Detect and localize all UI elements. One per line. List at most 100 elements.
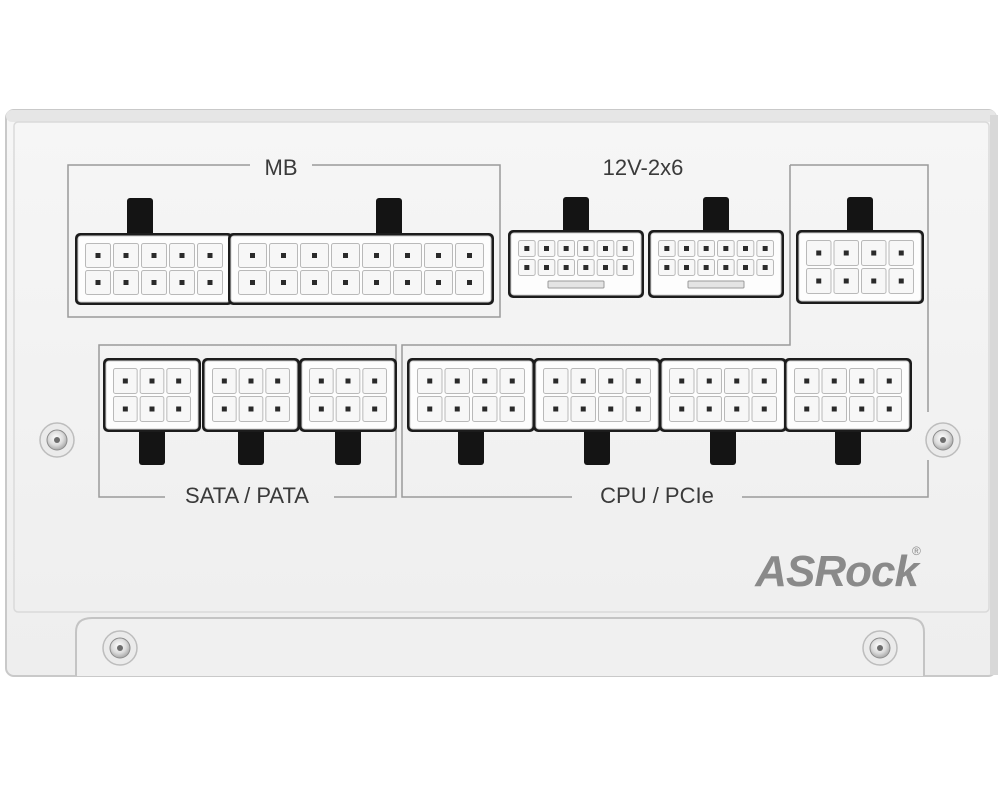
cpu-pcie-1-latch[interactable]: [458, 423, 484, 465]
12v-2x6-2-connector[interactable]: [648, 197, 784, 298]
pin-socket: [472, 368, 498, 394]
sata-pata-2-latch[interactable]: [238, 423, 264, 465]
pin-socket: [616, 240, 634, 257]
pin-socket: [849, 368, 875, 394]
cpu-pcie-2-connector[interactable]: [533, 358, 661, 465]
cpu-pcie-2-latch[interactable]: [584, 423, 610, 465]
pin-socket: [197, 243, 223, 268]
pin-socket: [570, 368, 596, 394]
mb-group-outline: [67, 164, 501, 318]
pin-socket: [362, 368, 388, 394]
pin-socket: [697, 259, 715, 276]
pin-socket: [724, 396, 750, 422]
pin-socket: [269, 270, 298, 295]
pin-socket: [331, 243, 360, 268]
12v-2x6-1-connector[interactable]: [508, 197, 644, 298]
pin-socket: [658, 240, 676, 257]
bottom-recess: [75, 617, 925, 676]
asrock-logo: ASRock: [754, 547, 921, 596]
pin-socket: [455, 270, 484, 295]
pin-socket: [309, 368, 334, 394]
pin-socket: [677, 240, 696, 257]
12v-2x6-1-sense-pins: [547, 280, 605, 289]
pin-socket: [455, 243, 484, 268]
pin-socket: [677, 259, 696, 276]
cpu-pcie-3-latch[interactable]: [710, 423, 736, 465]
pin-socket: [861, 240, 887, 266]
cpu-pcie-4-connector[interactable]: [784, 358, 912, 465]
pin-socket: [596, 240, 615, 257]
pin-socket: [331, 270, 360, 295]
12v-2x6-1-latch[interactable]: [563, 197, 589, 237]
pin-socket: [543, 368, 569, 394]
pin-socket: [139, 368, 165, 394]
pin-socket: [85, 243, 111, 268]
pin-socket: [238, 368, 264, 394]
screws-layer: [39, 422, 961, 666]
pin-socket: [238, 396, 264, 422]
mb-16pin-latch[interactable]: [376, 198, 402, 238]
pin-socket: [577, 240, 595, 257]
cpu-aux-8pin-connector[interactable]: [796, 197, 924, 304]
pin-socket: [876, 368, 902, 394]
mb-10pin-latch[interactable]: [127, 198, 153, 238]
pin-socket: [335, 396, 361, 422]
pin-socket: [557, 240, 575, 257]
sata-pata-3-latch[interactable]: [335, 423, 361, 465]
cpu-pcie-1-connector[interactable]: [407, 358, 535, 465]
pin-socket: [141, 270, 167, 295]
pin-socket: [849, 396, 875, 422]
pin-socket: [833, 240, 859, 266]
pin-socket: [861, 268, 887, 294]
pin-socket: [166, 396, 191, 422]
cpu-pcie-label: CPU / PCIe: [600, 483, 714, 508]
pin-socket: [362, 270, 391, 295]
12v-2x6-2-sense-pins: [687, 280, 745, 289]
pin-socket: [625, 396, 651, 422]
mb-10pin-connector[interactable]: [75, 198, 233, 305]
pin-socket: [598, 396, 624, 422]
pin-socket: [888, 240, 914, 266]
cpu-pcie-3-connector[interactable]: [659, 358, 787, 465]
sata-pata-1-connector[interactable]: [103, 358, 201, 465]
mounting-screw: [39, 422, 75, 458]
pin-socket: [113, 270, 139, 295]
pin-socket: [616, 259, 634, 276]
pin-socket: [212, 396, 237, 422]
mb-16pin-connector[interactable]: [228, 198, 494, 305]
cpu-pcie-4-latch[interactable]: [835, 423, 861, 465]
pin-socket: [300, 243, 329, 268]
pin-socket: [570, 396, 596, 422]
pin-socket: [424, 243, 453, 268]
pin-socket: [362, 396, 388, 422]
mounting-screw: [925, 422, 961, 458]
pin-socket: [833, 268, 859, 294]
pin-socket: [212, 368, 237, 394]
pin-socket: [169, 243, 195, 268]
sata-pata-1-latch[interactable]: [139, 423, 165, 465]
12v-2x6-label: 12V-2x6: [603, 155, 684, 180]
pin-socket: [696, 396, 722, 422]
pin-socket: [577, 259, 595, 276]
pin-socket: [166, 368, 191, 394]
pin-socket: [444, 396, 470, 422]
pin-socket: [265, 396, 291, 422]
12v-2x6-2-latch[interactable]: [703, 197, 729, 237]
sata-pata-2-connector[interactable]: [202, 358, 300, 465]
registered-mark: ®: [912, 544, 921, 558]
pin-socket: [557, 259, 575, 276]
sata-pata-3-connector[interactable]: [299, 358, 397, 465]
cpu-aux-8pin-latch[interactable]: [847, 197, 873, 237]
pin-socket: [821, 396, 847, 422]
pin-socket: [596, 259, 615, 276]
pin-socket: [537, 259, 556, 276]
pin-socket: [113, 396, 138, 422]
pin-socket: [794, 396, 820, 422]
mounting-screw: [102, 630, 138, 666]
pin-socket: [669, 396, 695, 422]
pin-socket: [696, 368, 722, 394]
pin-socket: [537, 240, 556, 257]
pin-socket: [197, 270, 223, 295]
